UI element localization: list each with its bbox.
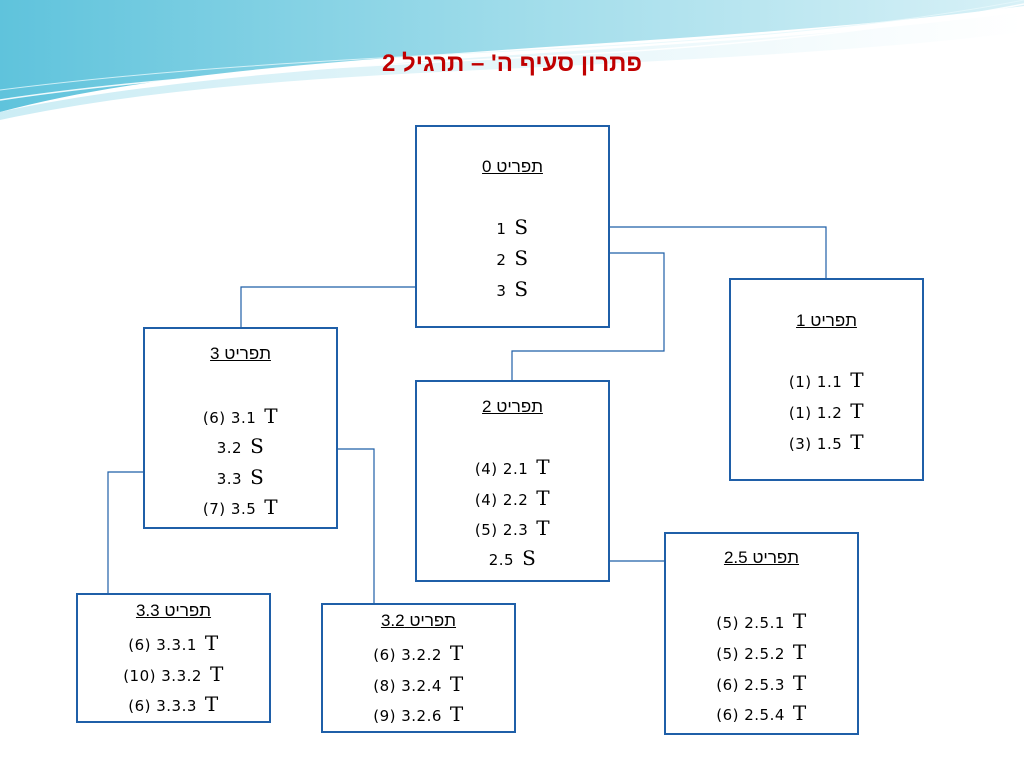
menu-box-0-header: תפריט 0 xyxy=(482,157,543,176)
slide-title: פתרון סעיף ה' – תרגיל 2 xyxy=(381,50,643,77)
menu-box-1-header: תפריט 1 xyxy=(796,311,857,330)
menu-box-2-header: תפריט 2 xyxy=(482,397,543,416)
menu-box-3-3-header: תפריט 3.3 xyxy=(135,601,212,620)
menu-box-2-5-header: תפריט 2.5 xyxy=(723,548,800,567)
menu-box-3-header: תפריט 3 xyxy=(210,344,271,363)
menu-box-3-2-header: תפריט 3.2 xyxy=(380,611,457,630)
